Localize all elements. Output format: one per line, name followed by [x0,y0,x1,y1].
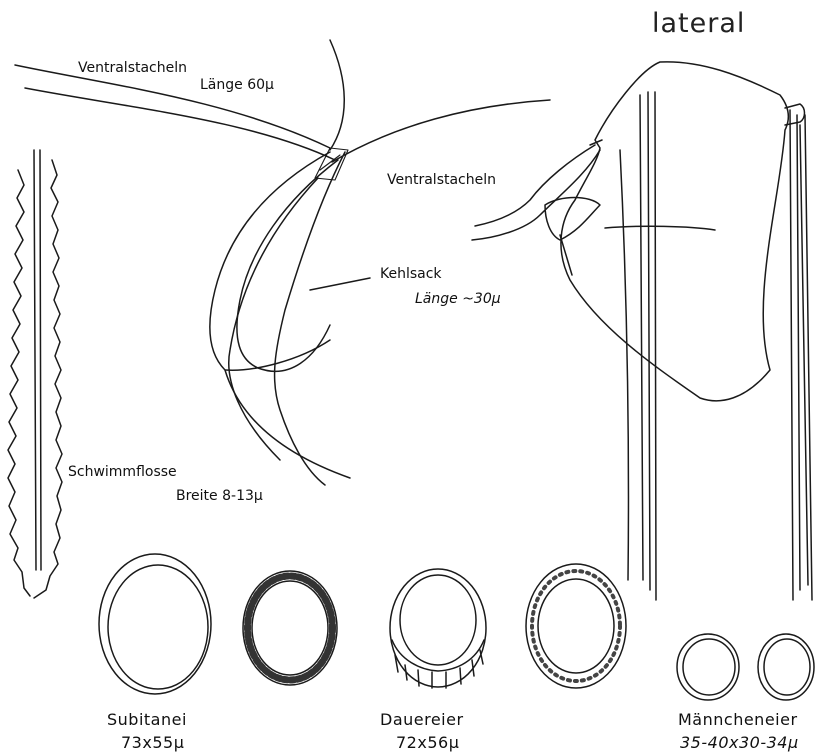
laenge-60-label: Länge 60µ [200,77,274,93]
dauereier-size: 72x56µ [396,733,459,752]
subitanei-label: Subitanei [107,710,187,729]
maennchenei-egg-1-drawing [677,634,739,700]
schwimmflosse-label: Schwimmflosse [68,464,177,480]
breite-label: Breite 8-13µ [176,488,263,504]
laenge-30-label: Länge ~30µ [415,291,501,307]
kehlsack-label: Kehlsack [380,266,442,282]
schwimmflosse-drawing [8,150,62,598]
subitanei-size: 73x55µ [121,733,184,752]
fin-serrated-edge-right [34,160,62,598]
spine-4 [332,100,550,162]
subitanei-egg-drawing [99,554,211,694]
kehlsack-outline-inner [237,160,338,371]
lateral-heading: lateral [652,8,745,39]
spine-3 [330,40,344,150]
lateral-body-outline [561,62,788,401]
dauerei-egg-1-drawing [243,571,337,685]
ventralstacheln-kehlsack-drawing [15,40,550,485]
dauereier-label: Dauereier [380,710,464,729]
dauerei-egg-2-drawing [390,569,486,688]
fin-serrated-edge-left [8,170,30,596]
ventralstacheln-label-right: Ventralstacheln [387,172,496,188]
ventralstacheln-label-top: Ventralstacheln [78,60,187,76]
dauerei-egg-3-drawing [526,564,626,688]
maennchenei-egg-2-drawing [758,634,814,700]
lateral-view-drawing [472,62,812,600]
spine-1 [15,65,330,148]
kehlsack-outline-outer [210,152,350,478]
lateral-spine-2 [472,150,600,240]
maenncheneier-size: 35-40x30-34µ [680,733,799,752]
maenncheneier-label: Männcheneier [678,710,798,729]
